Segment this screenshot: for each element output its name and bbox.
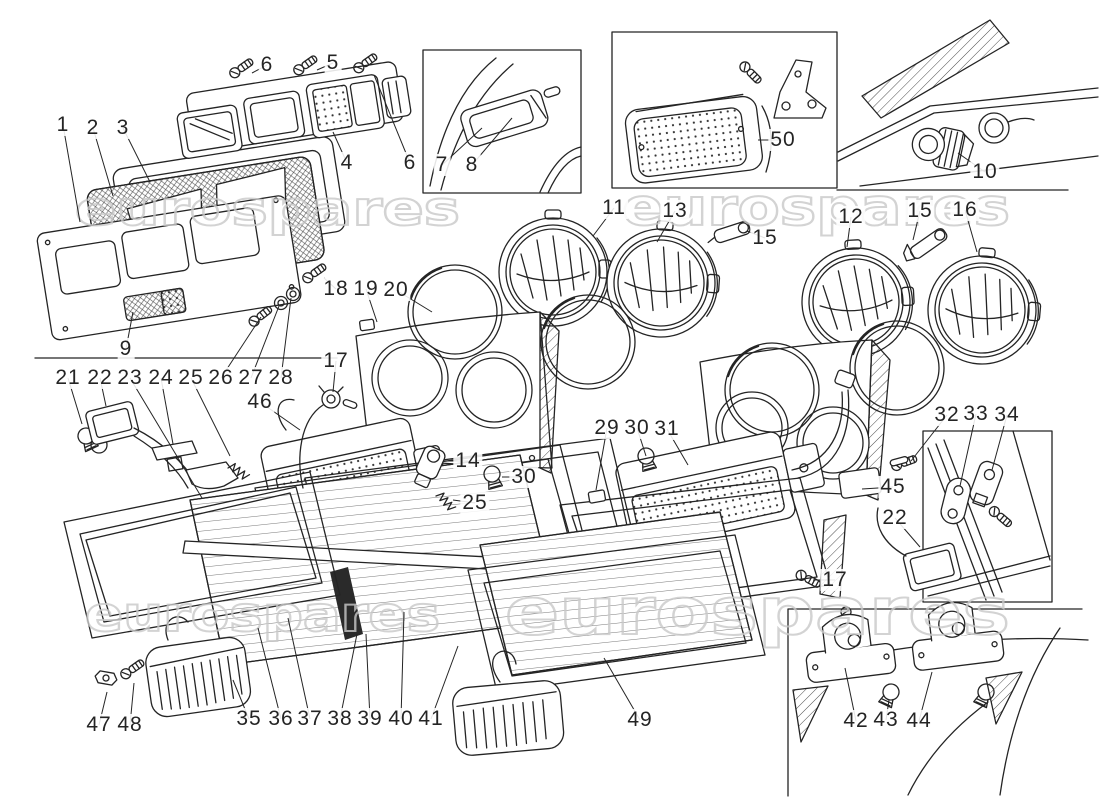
part-number-45: 45 [878, 474, 908, 499]
small-parts-drawing [74, 260, 962, 592]
watermark-text: eurospares [505, 575, 1010, 650]
part-number-39: 39 [355, 706, 385, 731]
watermark-text: eurospares [75, 182, 460, 237]
part-number-8: 8 [463, 152, 481, 177]
part-number-18: 18 [321, 276, 351, 301]
part-number-9: 9 [117, 336, 135, 361]
license-plate-lamps-drawing [792, 601, 1089, 796]
watermark-text: eurospares [85, 587, 440, 643]
part-number-6: 6 [258, 52, 276, 77]
part-number-3: 3 [114, 115, 132, 140]
lamp-cover-stack-left-drawing [63, 437, 699, 666]
turn-signal-right-drawing [615, 369, 856, 551]
part-number-34: 34 [992, 402, 1022, 427]
part-number-50: 50 [768, 127, 798, 152]
part-number-4: 4 [338, 150, 356, 175]
leader-line [287, 617, 311, 720]
part-number-30: 30 [509, 464, 539, 489]
lamp-cover-stack-right-drawing [467, 477, 847, 693]
part-number-44: 44 [904, 708, 934, 733]
headlamp-pod-right-drawing [699, 339, 891, 501]
leader-line [190, 377, 231, 457]
section-borders [34, 31, 1083, 797]
leader-line [257, 627, 282, 720]
part-number-15: 15 [750, 225, 780, 250]
part-number-13: 13 [660, 198, 690, 223]
part-number-30: 30 [622, 415, 652, 440]
part-number-5: 5 [324, 50, 342, 75]
part-number-46: 46 [245, 389, 275, 414]
part-number-25: 25 [176, 365, 206, 390]
part-number-25: 25 [460, 490, 490, 515]
part-number-32: 32 [932, 402, 962, 427]
part-number-42: 42 [841, 708, 871, 733]
part-number-31: 31 [652, 416, 682, 441]
part-number-10: 10 [970, 159, 1000, 184]
fog-lamp-inset-drawing [624, 59, 827, 184]
part-number-41: 41 [416, 706, 446, 731]
side-marker-inset-drawing [429, 57, 582, 194]
part-number-17: 17 [820, 567, 850, 592]
leader-line [400, 611, 405, 720]
part-number-7: 7 [433, 152, 451, 177]
part-number-1: 1 [54, 112, 72, 137]
part-number-38: 38 [325, 706, 355, 731]
part-number-26: 26 [206, 365, 236, 390]
part-number-22: 22 [85, 365, 115, 390]
part-number-16: 16 [950, 197, 980, 222]
part-number-37: 37 [295, 706, 325, 731]
part-number-23: 23 [115, 365, 145, 390]
fog-lamp-center-drawing [452, 650, 565, 756]
part-number-29: 29 [592, 415, 622, 440]
headlamp-rings-drawing [406, 263, 946, 439]
part-number-33: 33 [961, 401, 991, 426]
leader-line [62, 124, 81, 223]
part-number-15: 15 [905, 198, 935, 223]
part-number-19: 19 [351, 276, 381, 301]
leader-line [373, 74, 411, 164]
leader-line [129, 377, 203, 499]
part-number-48: 48 [115, 712, 145, 737]
part-number-36: 36 [266, 706, 296, 731]
part-number-2: 2 [84, 115, 102, 140]
part-number-6: 6 [401, 150, 419, 175]
part-number-21: 21 [53, 365, 83, 390]
part-number-47: 47 [84, 712, 114, 737]
part-number-28: 28 [266, 365, 296, 390]
fog-lamp-left-drawing [94, 616, 252, 718]
part-number-20: 20 [381, 277, 411, 302]
part-number-12: 12 [836, 204, 866, 229]
part-number-14: 14 [453, 448, 483, 473]
part-number-35: 35 [234, 706, 264, 731]
side-repeater-inset-drawing [837, 19, 1099, 187]
part-number-17: 17 [321, 348, 351, 373]
part-number-49: 49 [625, 707, 655, 732]
part-number-22: 22 [880, 505, 910, 530]
part-number-11: 11 [600, 195, 628, 220]
quarter-window-inset-drawing [889, 430, 1051, 601]
part-number-43: 43 [871, 707, 901, 732]
turn-signal-left-drawing [260, 398, 445, 528]
part-number-27: 27 [236, 365, 266, 390]
part-number-24: 24 [146, 365, 176, 390]
part-number-40: 40 [386, 706, 416, 731]
